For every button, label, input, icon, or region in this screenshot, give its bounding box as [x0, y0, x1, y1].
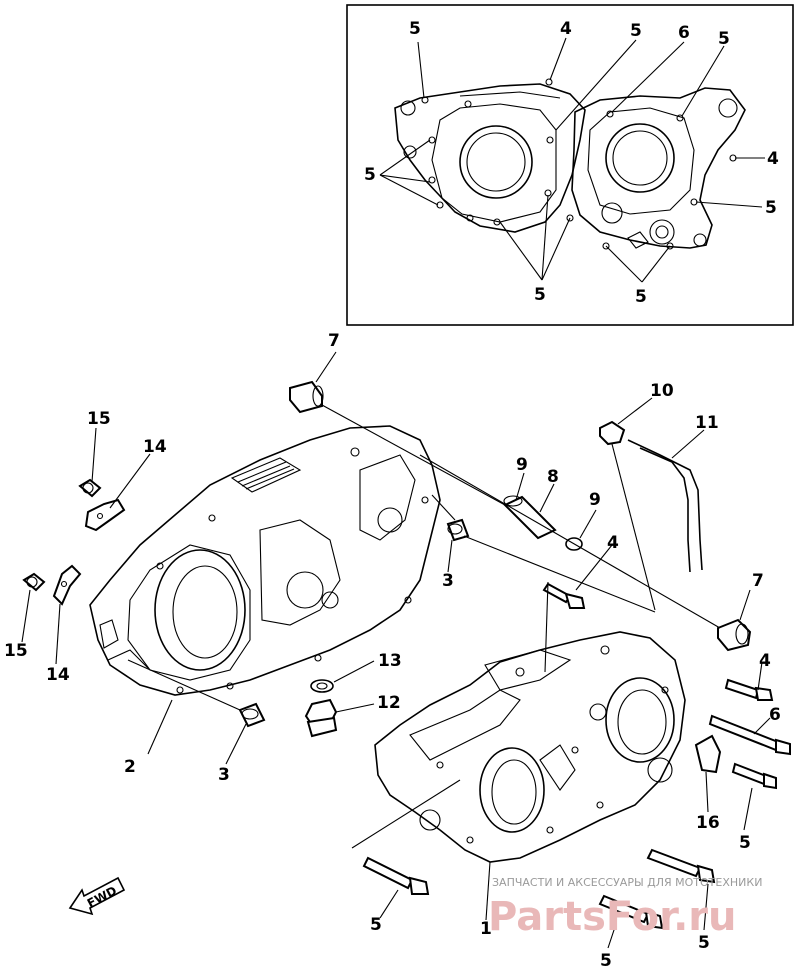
watermark: ЗАПЧАСТИ И АКСЕССУАРЫ ДЛЯ МОТОТЕХНИКИ Pa…	[488, 876, 762, 940]
callout-3-low: 3	[218, 765, 230, 785]
breather-fitting-10	[599, 420, 656, 611]
callout-inset-6: 6	[678, 23, 690, 43]
bolt-4-mid	[542, 582, 586, 609]
callout-4-right: 4	[759, 651, 771, 671]
inset-leaders	[379, 37, 765, 283]
right-case-bore	[479, 747, 545, 833]
inset-bolt-layout: 5 4 5 6 5 5 4 5 5 5	[346, 4, 794, 326]
bolt-4-right	[724, 678, 774, 701]
inset-frame	[346, 4, 794, 326]
fwd-label: FWD	[85, 884, 119, 911]
callout-6-right: 6	[769, 705, 781, 725]
callout-15-left: 15	[4, 641, 28, 661]
callout-inset-5b: 5	[630, 21, 642, 41]
inset-left-bore	[459, 125, 533, 199]
bracket-14-left	[52, 564, 82, 606]
sleeve-8	[503, 495, 557, 540]
callout-5-right: 5	[739, 833, 751, 853]
callout-inset-5-bottom-left: 5	[534, 285, 546, 305]
breather-hose-11	[627, 439, 703, 573]
bushing-7-top	[289, 380, 324, 414]
left-crankcase-part-2	[89, 425, 441, 696]
callout-3-mid: 3	[442, 571, 454, 591]
leader-lines	[21, 351, 771, 949]
callout-inset-4-right: 4	[767, 149, 779, 169]
callout-12: 12	[377, 693, 401, 713]
callout-5-bottom-mid: 5	[600, 951, 612, 970]
bolt-5-bottom-mid	[598, 894, 664, 930]
bolt-5-bottom-left	[362, 856, 430, 895]
callout-inset-5-bottom-right: 5	[635, 287, 647, 307]
callout-16: 16	[696, 813, 720, 833]
callouts: 7 10 11 15 14 9 8 9 4 3 7 15 14 13 12 4 …	[4, 331, 781, 971]
callout-2: 2	[124, 757, 136, 777]
callout-7-top: 7	[328, 331, 340, 351]
bracket-14-top	[84, 498, 126, 532]
callout-5-bottom-left: 5	[370, 915, 382, 935]
callout-inset-5-right: 5	[765, 198, 777, 218]
right-crankcase-part-1	[374, 631, 686, 863]
bolt-6	[708, 714, 791, 756]
watermark-site: PartsFor.ru	[488, 894, 737, 940]
bushing-7-right	[717, 618, 752, 652]
callout-14-left: 14	[46, 665, 70, 685]
callout-inset-4a: 4	[560, 19, 572, 39]
bolt-15-left	[22, 572, 46, 592]
drain-plug-12	[304, 698, 338, 738]
forward-arrow-icon: FWD	[68, 876, 126, 916]
callout-4-mid: 4	[607, 533, 619, 553]
callout-10: 10	[650, 381, 674, 401]
inset-right-case	[571, 87, 746, 249]
callout-1: 1	[480, 919, 492, 939]
callout-9a: 9	[516, 455, 528, 475]
bolt-5-bottom-mid-right	[646, 848, 716, 884]
o-ring-9	[565, 537, 583, 551]
callout-5-bottom-right: 5	[698, 933, 710, 953]
bolt-5-right	[731, 762, 777, 790]
callout-inset-5c: 5	[718, 29, 730, 49]
inset-left-case	[394, 83, 586, 233]
bolt-15-top	[78, 478, 102, 498]
dowel-3-mid	[446, 518, 470, 542]
callout-11: 11	[695, 413, 719, 433]
clip-16	[694, 734, 722, 774]
callout-14-top: 14	[143, 437, 167, 457]
callout-15-top: 15	[87, 409, 111, 429]
callout-9b: 9	[589, 490, 601, 510]
callout-8: 8	[547, 467, 559, 487]
callout-inset-5-left: 5	[364, 165, 376, 185]
left-case-bore	[154, 549, 246, 671]
dowel-3-low	[238, 702, 266, 728]
callout-13: 13	[378, 651, 402, 671]
callout-inset-5a: 5	[409, 19, 421, 39]
washer-13	[310, 679, 334, 693]
callout-7-right: 7	[752, 571, 764, 591]
watermark-caption: ЗАПЧАСТИ И АКСЕССУАРЫ ДЛЯ МОТОТЕХНИКИ	[492, 876, 762, 889]
inset-right-bore	[605, 123, 675, 193]
